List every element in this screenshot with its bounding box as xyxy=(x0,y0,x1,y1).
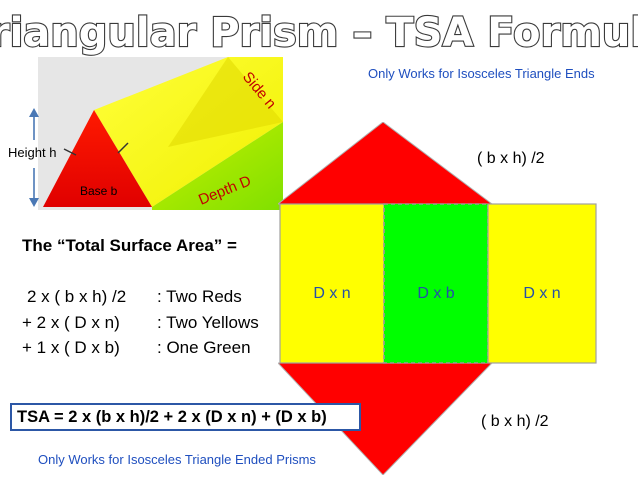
height-arrow xyxy=(29,108,39,207)
net-right-label: D x n xyxy=(523,285,560,302)
formula-line-1-desc: : Two Reds xyxy=(157,287,242,306)
page-title-text: Triangular Prism – TSA Formula xyxy=(0,10,638,56)
formula-line-2-desc: : Two Yellows xyxy=(157,313,259,332)
formula-heading: The “Total Surface Area” = xyxy=(22,236,237,255)
net-top-triangle-label: ( b x h) /2 xyxy=(477,150,545,167)
isosceles-tick-left xyxy=(63,148,77,156)
note-top: Only Works for Isosceles Triangle Ends xyxy=(368,66,595,81)
base-label: Base b xyxy=(80,184,118,198)
net-left-rect xyxy=(279,203,385,364)
net-center-rect xyxy=(383,203,489,364)
prism-back-face xyxy=(168,57,283,147)
prism-front-triangle xyxy=(43,110,152,207)
isosceles-tick-right xyxy=(117,142,129,154)
net-top-triangle xyxy=(278,122,494,205)
net-bottom-triangle-label: ( b x h) /2 xyxy=(481,413,549,430)
net-right-rect xyxy=(487,203,597,364)
prism-base-face xyxy=(152,122,283,210)
tsa-formula-box: TSA = 2 x (b x h)/2 + 2 x (D x n) + (D x… xyxy=(10,403,361,431)
height-label: Height h xyxy=(8,145,57,160)
formula-line-3-desc: : One Green xyxy=(157,338,251,357)
page-title: Triangular Prism – TSA Formula xyxy=(0,9,638,57)
formula-line-2-expr: + 2 x ( D x n) xyxy=(22,313,120,332)
formula-line-3-expr: + 1 x ( D x b) xyxy=(22,338,120,357)
net-center-label: D x b xyxy=(417,285,454,302)
net-left-label: D x n xyxy=(313,285,350,302)
prism-illustration: Base b Side n Depth D xyxy=(38,57,283,210)
formula-line-1-expr: 2 x ( b x h) /2 xyxy=(27,287,127,306)
note-bottom: Only Works for Isosceles Triangle Ended … xyxy=(38,452,316,467)
